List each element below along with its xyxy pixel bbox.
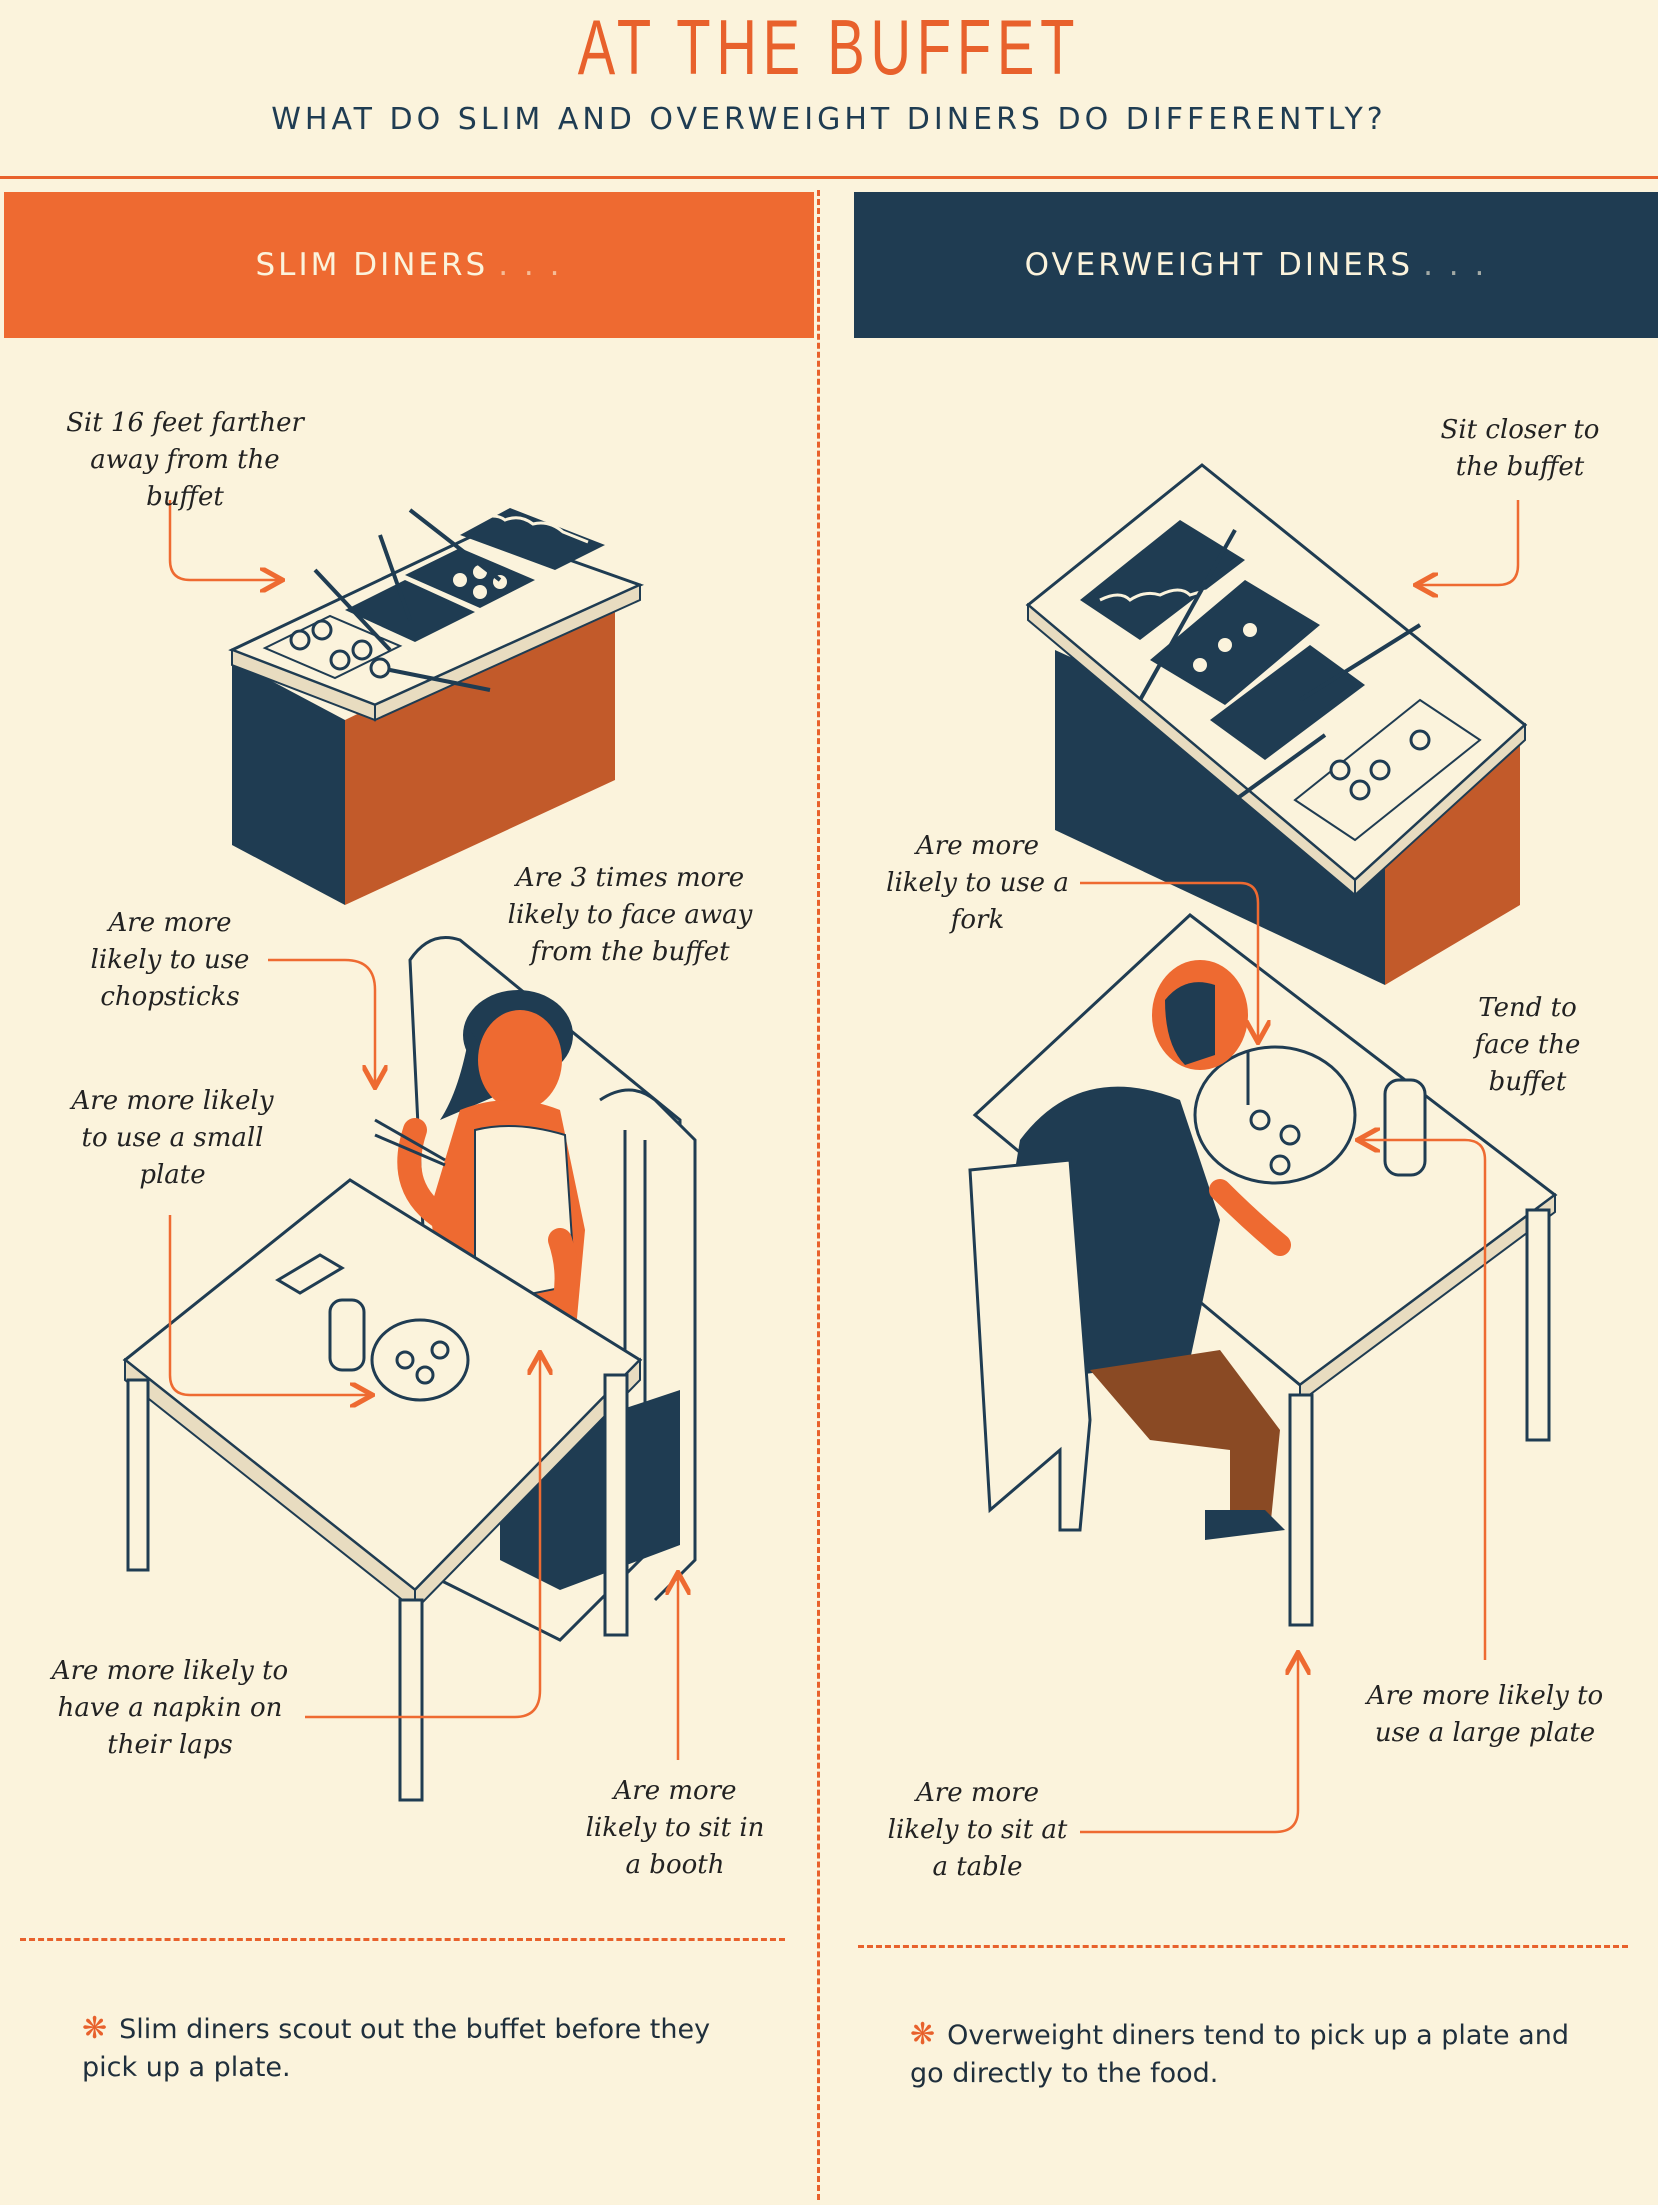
pointer-arrow-icon-right — [1080, 500, 1520, 1834]
note-napkin: Are more likely to have a napkin on thei… — [51, 1656, 289, 1760]
slim-footnote: ❋Slim diners scout out the buffet before… — [82, 2010, 762, 2087]
slim-header-label: SLIM DINERS — [255, 247, 489, 283]
slim-footnote-text: Slim diners scout out the buffet before … — [82, 2014, 711, 2083]
column-divider — [817, 190, 820, 2200]
note-small-plate: Are more likely to use a small plate — [71, 1086, 274, 1190]
overweight-header-dots: . . . — [1423, 247, 1488, 283]
slim-header-dots: . . . — [498, 247, 563, 283]
overweight-diners-header: OVERWEIGHT DINERS . . . — [854, 192, 1658, 338]
note-sit-farther: Sit 16 feet farther away from the buffet — [66, 408, 304, 512]
man-at-table-illustration — [968, 913, 1558, 1627]
buffet-counter-illustration — [228, 508, 645, 905]
note-chopsticks: Are more likely to use chopsticks — [90, 908, 250, 1012]
note-face-buffet: Tend to face the buffet — [1474, 993, 1581, 1097]
note-booth: Are more likely to sit in a booth — [585, 1776, 765, 1880]
asterisk-icon: ❋ — [82, 2011, 108, 2046]
note-sit-closer: Sit closer to the buffet — [1440, 415, 1600, 482]
overweight-header-label: OVERWEIGHT DINERS — [1024, 247, 1414, 283]
note-table: Are more likely to sit at a table — [887, 1778, 1068, 1882]
page-title: AT THE BUFFET — [577, 3, 1081, 91]
title-rule — [0, 176, 1658, 179]
note-fork: Are more likely to use a fork — [886, 831, 1069, 935]
buffet-counter-illustration-right — [1025, 463, 1528, 985]
asterisk-icon: ❋ — [910, 2017, 936, 2052]
page-subtitle: WHAT DO SLIM AND OVERWEIGHT DINERS DO DI… — [271, 102, 1387, 137]
note-face-away: Are 3 times more likely to face away fro… — [507, 863, 753, 967]
left-footnote-separator — [20, 1938, 785, 1941]
woman-in-booth-illustration — [122, 936, 697, 1802]
note-large-plate: Are more likely to use a large plate — [1366, 1681, 1604, 1748]
overweight-footnote-text: Overweight diners tend to pick up a plat… — [910, 2020, 1569, 2089]
slim-diners-header: SLIM DINERS . . . — [4, 192, 814, 338]
overweight-footnote: ❋Overweight diners tend to pick up a pla… — [910, 2016, 1610, 2093]
pointer-arrow-icon — [168, 500, 678, 1760]
right-footnote-separator — [858, 1945, 1628, 1948]
